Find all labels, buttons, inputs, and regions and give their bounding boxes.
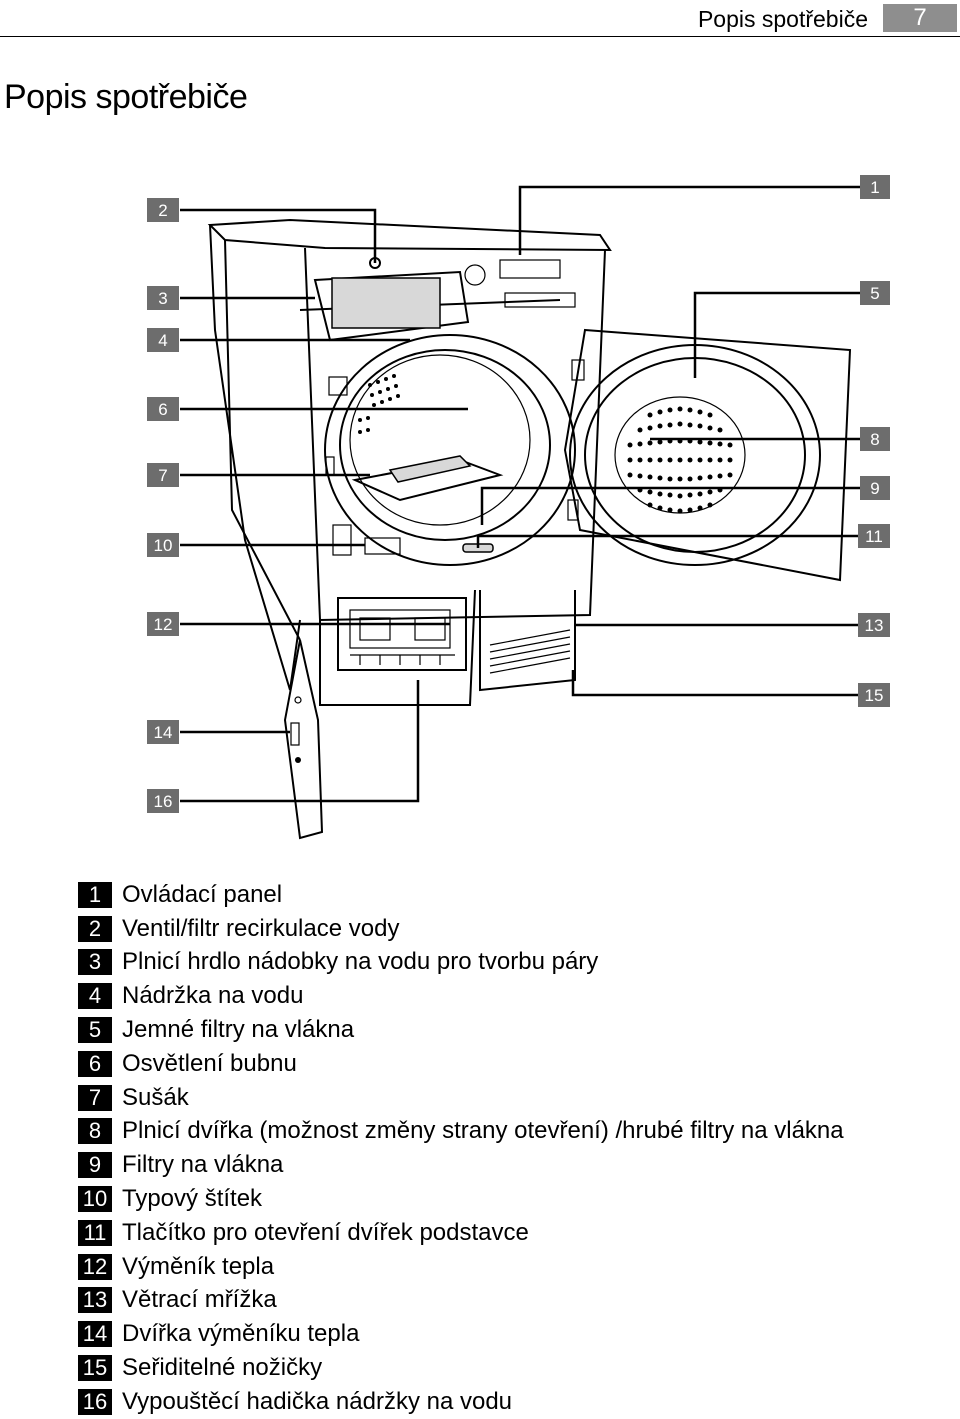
legend-number: 10	[78, 1186, 112, 1213]
svg-text:5: 5	[870, 284, 879, 303]
legend-number: 6	[78, 1050, 112, 1077]
legend-label: Filtry na vlákna	[122, 1151, 284, 1179]
svg-text:14: 14	[154, 723, 173, 742]
legend-label: Ventil/filtr recirkulace vody	[122, 914, 400, 942]
legend-label: Větrací mřížka	[122, 1286, 277, 1314]
list-item: 7 Sušák	[78, 1081, 844, 1115]
callout-7: 7	[147, 463, 179, 487]
callout-10: 10	[147, 533, 179, 557]
legend-number: 12	[78, 1253, 112, 1280]
header-title: Popis spotřebiče	[697, 6, 868, 32]
svg-text:15: 15	[865, 686, 884, 705]
page-title: Popis spotřebiče	[4, 78, 248, 116]
list-item: 9 Filtry na vlákna	[78, 1148, 844, 1182]
callout-16: 16	[147, 789, 179, 813]
svg-text:4: 4	[158, 331, 167, 350]
callout-4: 4	[147, 328, 179, 352]
list-item: 16 Vypouštěcí hadička nádržky na vodu	[78, 1385, 844, 1419]
list-item: 12 Výměník tepla	[78, 1250, 844, 1284]
list-item: 4 Nádržka na vodu	[78, 979, 844, 1013]
callout-13: 13	[858, 613, 890, 637]
callout-11: 11	[858, 524, 890, 548]
list-item: 13 Větrací mřížka	[78, 1284, 844, 1318]
callout-9: 9	[860, 476, 890, 500]
list-item: 8 Plnicí dvířka (možnost změny strany ote…	[78, 1115, 844, 1149]
svg-text:8: 8	[870, 430, 879, 449]
legend-label: Nádržka na vodu	[122, 982, 304, 1010]
legend-number: 9	[78, 1152, 112, 1179]
callout-1: 1	[860, 175, 890, 199]
legend-number: 15	[78, 1355, 112, 1382]
svg-text:3: 3	[158, 289, 167, 308]
list-item: 14 Dvířka výměníku tepla	[78, 1317, 844, 1351]
legend-number: 4	[78, 983, 112, 1010]
list-item: 15 Seřiditelné nožičky	[78, 1351, 844, 1385]
legend-label: Osvětlení bubnu	[122, 1049, 297, 1077]
callout-6: 6	[147, 397, 179, 421]
legend-label: Plnicí dvířka (možnost změny strany otev…	[122, 1117, 844, 1145]
callout-14: 14	[147, 720, 179, 744]
dryer-diagram: 2 3 4 6 7 10 12 14 16 1 5 8 9 11 13 15	[147, 175, 890, 840]
legend-number: 8	[78, 1118, 112, 1145]
legend-number: 11	[78, 1219, 112, 1246]
header-divider	[0, 36, 960, 37]
legend-number: 13	[78, 1287, 112, 1314]
callout-2: 2	[147, 198, 179, 222]
svg-text:13: 13	[865, 616, 884, 635]
svg-text:7: 7	[158, 466, 167, 485]
legend-label: Jemné filtry na vlákna	[122, 1016, 355, 1044]
svg-text:11: 11	[865, 527, 883, 546]
svg-text:16: 16	[154, 792, 173, 811]
legend-label: Vypouštěcí hadička nádržky na vodu	[122, 1387, 513, 1415]
legend-number: 5	[78, 1017, 112, 1044]
legend-label: Typový štítek	[122, 1185, 263, 1213]
callout-8: 8	[860, 427, 890, 451]
leader-lines	[180, 185, 860, 803]
legend-number: 1	[78, 881, 112, 908]
legend-label: Tlačítko pro otevření dvířek podstavce	[122, 1218, 529, 1246]
legend-label: Seřiditelné nožičky	[122, 1354, 323, 1382]
dryer-illustration	[207, 218, 852, 840]
callout-12: 12	[147, 612, 179, 636]
list-item: 11 Tlačítko pro otevření dvířek podstavce	[78, 1216, 844, 1250]
list-item: 1 Ovládací panel	[78, 878, 844, 912]
page-header: Popis spotřebiče 7	[0, 0, 960, 38]
legend-label: Dvířka výměníku tepla	[122, 1320, 360, 1348]
svg-text:10: 10	[154, 536, 173, 555]
svg-text:6: 6	[158, 400, 167, 419]
legend-number: 3	[78, 949, 112, 976]
page-number: 7	[883, 4, 957, 32]
legend-label: Ovládací panel	[122, 880, 283, 908]
svg-text:12: 12	[154, 615, 173, 634]
callout-3: 3	[147, 286, 179, 310]
legend-label: Výměník tepla	[122, 1252, 275, 1280]
legend-label: Sušák	[122, 1083, 189, 1111]
svg-text:1: 1	[870, 178, 879, 197]
legend-label: Plnicí hrdlo nádobky na vodu pro tvorbu …	[122, 948, 599, 976]
legend-number: 7	[78, 1084, 112, 1111]
list-item: 3 Plnicí hrdlo nádobky na vodu pro tvorbu…	[78, 946, 844, 980]
list-item: 6 Osvětlení bubnu	[78, 1047, 844, 1081]
legend-number: 2	[78, 915, 112, 942]
legend-number: 14	[78, 1321, 112, 1348]
list-item: 10 Typový štítek	[78, 1182, 844, 1216]
legend-number: 16	[78, 1388, 112, 1415]
list-item: 2 Ventil/filtr recirkulace vody	[78, 912, 844, 946]
svg-text:2: 2	[158, 201, 167, 220]
list-item: 5 Jemné filtry na vlákna	[78, 1013, 844, 1047]
callout-5: 5	[860, 281, 890, 305]
parts-legend: 1 Ovládací panel 2 Ventil/filtr recirkulac…	[78, 878, 844, 1419]
svg-text:9: 9	[870, 479, 879, 498]
callout-15: 15	[858, 683, 890, 707]
